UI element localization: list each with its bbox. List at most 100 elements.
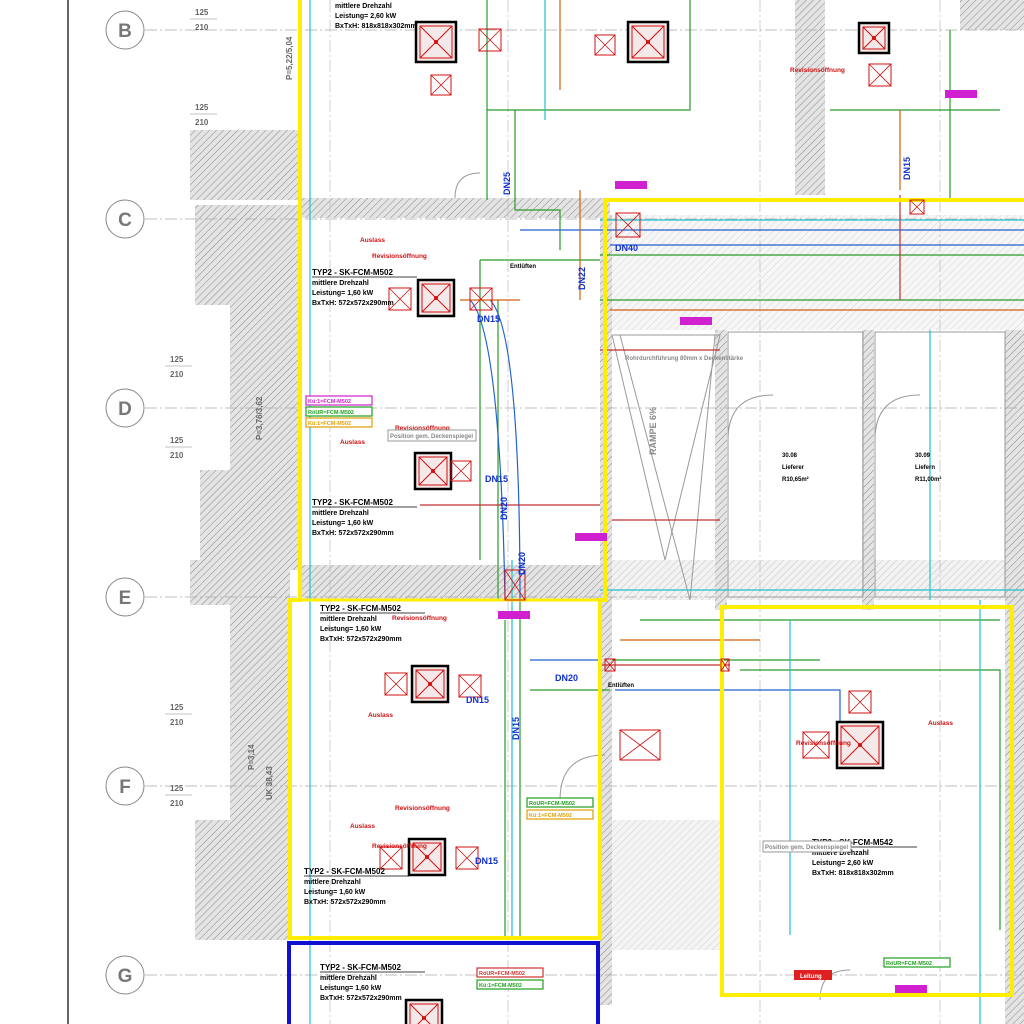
revision-opening [450, 460, 472, 482]
legend-tag: RöUR=FCM-M502 [308, 410, 354, 416]
fan-coil-unit [835, 720, 885, 770]
pipe-run [479, 0, 1024, 940]
zone-boundaries [67, 0, 1024, 1024]
note-label: Leitung [800, 974, 822, 980]
pipe-network [309, 0, 1024, 1024]
revision-opening [388, 287, 412, 311]
pipe-size-label: DN15 [475, 856, 498, 866]
grid-axis-bubble [105, 10, 145, 50]
magenta-marker [895, 985, 927, 993]
fan-coil-unit [407, 837, 447, 877]
red-annotation-label: Revisionsöffnung [395, 805, 450, 812]
pipe-size-label: DN25 [502, 172, 512, 195]
room-name: Liefern [915, 465, 935, 471]
legend-tag: Kü:1=FCM-M502 [479, 983, 522, 989]
room-name: Lieferer [782, 465, 805, 471]
ramp-label: RAMPE 6% [648, 407, 658, 455]
annotation-labels: 125210125210125210125210125210125210P=5,… [165, 3, 977, 1002]
red-annotation-label: Revisionsöffnung [392, 615, 447, 622]
red-annotation-label: Auslass [368, 712, 393, 719]
fan-coil-unit [414, 20, 458, 64]
door-height-label: 210 [195, 23, 209, 32]
revision-opening [802, 731, 830, 759]
red-annotation-label: Revisionsöffnung [395, 425, 450, 432]
fan-coil-type-label: TYP2 - SK-FCM-M502 [320, 604, 401, 613]
revision-opening [455, 846, 479, 870]
legend-tag: Kü:1=FCM-M502 [308, 399, 351, 405]
legend-tag: Kü:1=FCM-M502 [529, 813, 572, 819]
room-number: 30.09 [915, 453, 931, 459]
fan-coil-size-label: BxTxH: 572x572x290mm [312, 530, 394, 537]
fan-coil-power-label: Leistung= 1,60 kW [320, 985, 382, 992]
revision-opening [848, 690, 872, 714]
room-number: 30.08 [782, 453, 798, 459]
fan-coil-size-label: BxTxH: 572x572x290mm [320, 636, 402, 643]
door-height-label: 210 [170, 370, 184, 379]
door-height-label: 210 [170, 799, 184, 808]
pipe-run [460, 0, 1024, 641]
fan-coil-size-label: BxTxH: 572x572x290mm [320, 995, 402, 1002]
grid-axis-bubble [105, 766, 145, 806]
legend-tag: RöUR=FCM-M502 [529, 801, 575, 807]
magenta-marker [575, 533, 607, 541]
fan-coil-speed-label: mittlere Drehzahl [335, 3, 392, 10]
grid-axis-label: E [119, 588, 132, 609]
pipe-size-label: DN40 [615, 243, 638, 253]
note-label: Position gem. Deckenspiegel [390, 434, 473, 440]
grid-axis-bubble [105, 199, 145, 239]
fan-coil-unit [404, 998, 444, 1024]
magenta-marker [680, 317, 712, 325]
wall-dimension-label: UK 38,43 [265, 766, 274, 800]
grid-axis-bubble [105, 388, 145, 428]
note-label: Entlüften [608, 683, 634, 689]
grid-axis-label: D [118, 399, 132, 420]
red-annotation-label: Revisionsöffnung [790, 67, 845, 74]
fan-coil-unit [857, 21, 891, 55]
fan-coil-units [379, 20, 925, 1024]
fan-coil-size-label: BxTxH: 572x572x290mm [312, 300, 394, 307]
revision-opening [594, 34, 616, 56]
door-height-label: 210 [195, 118, 209, 127]
fan-coil-power-label: Leistung= 1,60 kW [320, 626, 382, 633]
pipe-size-label: DN15 [511, 717, 521, 740]
red-annotation-label: Auslass [340, 439, 365, 446]
fan-coil-power-label: Leistung= 1,60 kW [312, 520, 374, 527]
grid-axis-label: B [118, 21, 132, 42]
pipe-size-label: DN20 [499, 497, 509, 520]
red-annotation-label: Revisionsöffnung [372, 843, 427, 850]
fan-coil-power-label: Leistung= 1,60 kW [312, 290, 374, 297]
wall-dimension-label: P=3,76/3,62 [255, 396, 264, 440]
red-annotation-label: Auslass [350, 823, 375, 830]
grid-axis-label: G [118, 966, 133, 987]
fan-coil-unit [626, 20, 670, 64]
red-annotation-label: Auslass [928, 720, 953, 727]
room-area: R10,65m² [782, 476, 809, 483]
revision-opening [430, 74, 452, 96]
revision-opening [720, 658, 730, 672]
fan-coil-size-label: BxTxH: 818x818x302mm [812, 870, 894, 877]
red-annotation-label: Revisionsöffnung [372, 253, 427, 260]
revision-opening [615, 212, 641, 238]
fan-coil-type-label: TYP2 - SK-FCM-M502 [312, 268, 393, 277]
door-width-label: 125 [195, 8, 209, 17]
wall-dimension-label: P=5,22/5,04 [285, 36, 294, 80]
fan-coil-type-label: TYP3 - SK-FCM-M542 [812, 838, 893, 847]
wall-hatching [190, 0, 1024, 1024]
door-width-label: 125 [195, 103, 209, 112]
grid-axis-bubble [105, 955, 145, 995]
room-area: R11,00m² [915, 476, 941, 483]
fan-coil-unit [416, 278, 456, 318]
fan-coil-power-label: Leistung= 2,60 kW [812, 860, 874, 867]
note-label: Entlüften [510, 264, 536, 270]
fan-coil-type-label: TYP2 - SK-FCM-M502 [312, 498, 393, 507]
grid-axis-label: C [118, 210, 132, 231]
red-annotation-label: Revisionsöffnung [796, 740, 851, 747]
revision-opening [384, 672, 408, 696]
revision-opening [909, 199, 925, 215]
pipe-size-label: DN15 [466, 695, 489, 705]
fan-coil-speed-label: mittlere Drehzahl [812, 850, 869, 857]
revision-opening [379, 846, 403, 870]
fan-coil-unit [413, 451, 453, 491]
